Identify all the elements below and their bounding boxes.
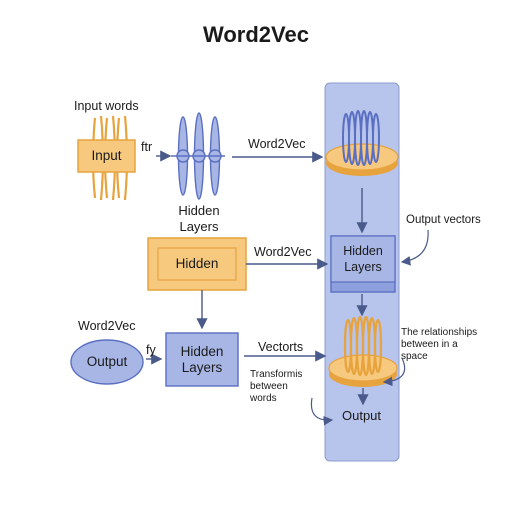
transform-label: Transformis between words [250,369,303,404]
vectorts-label: Vectorts [258,340,304,354]
page-title: Word2Vec [203,22,309,47]
input-box-shape [77,139,136,173]
hidden-layers-label: Hidden Layers [178,203,220,234]
output-vectors-label: Output vectors [406,214,481,226]
arrow-output-vectors [400,229,429,266]
input-words-label: Input words [74,99,139,113]
input-box: Input [91,148,122,163]
hidden-layers-box: Hidden Layers [180,343,224,375]
output-label: Output [342,408,382,423]
word2vec-left-label: Word2Vec [78,319,136,333]
panel-hidden-layers: Hidden Layers [343,244,383,274]
ftr-label: ftr [141,140,153,154]
arrow-transform [310,397,334,426]
output-ellipse: Output [86,354,128,369]
relationships-label: The relationships between in a space [401,327,478,362]
word2vec-top-label: Word2Vec [248,137,306,151]
hidden-layers-box-shape [165,332,239,387]
output-ellipse-shape [70,339,144,385]
arrow-relationships [382,357,406,387]
bottom-vector-coil-icon [328,315,398,387]
top-vector-coil-icon [325,110,399,176]
word2vec-mid-label: Word2Vec [254,245,312,259]
hidden-layer-icon [171,112,225,200]
hidden-box: Hidden [175,256,219,271]
fy-label: fy [146,343,156,357]
